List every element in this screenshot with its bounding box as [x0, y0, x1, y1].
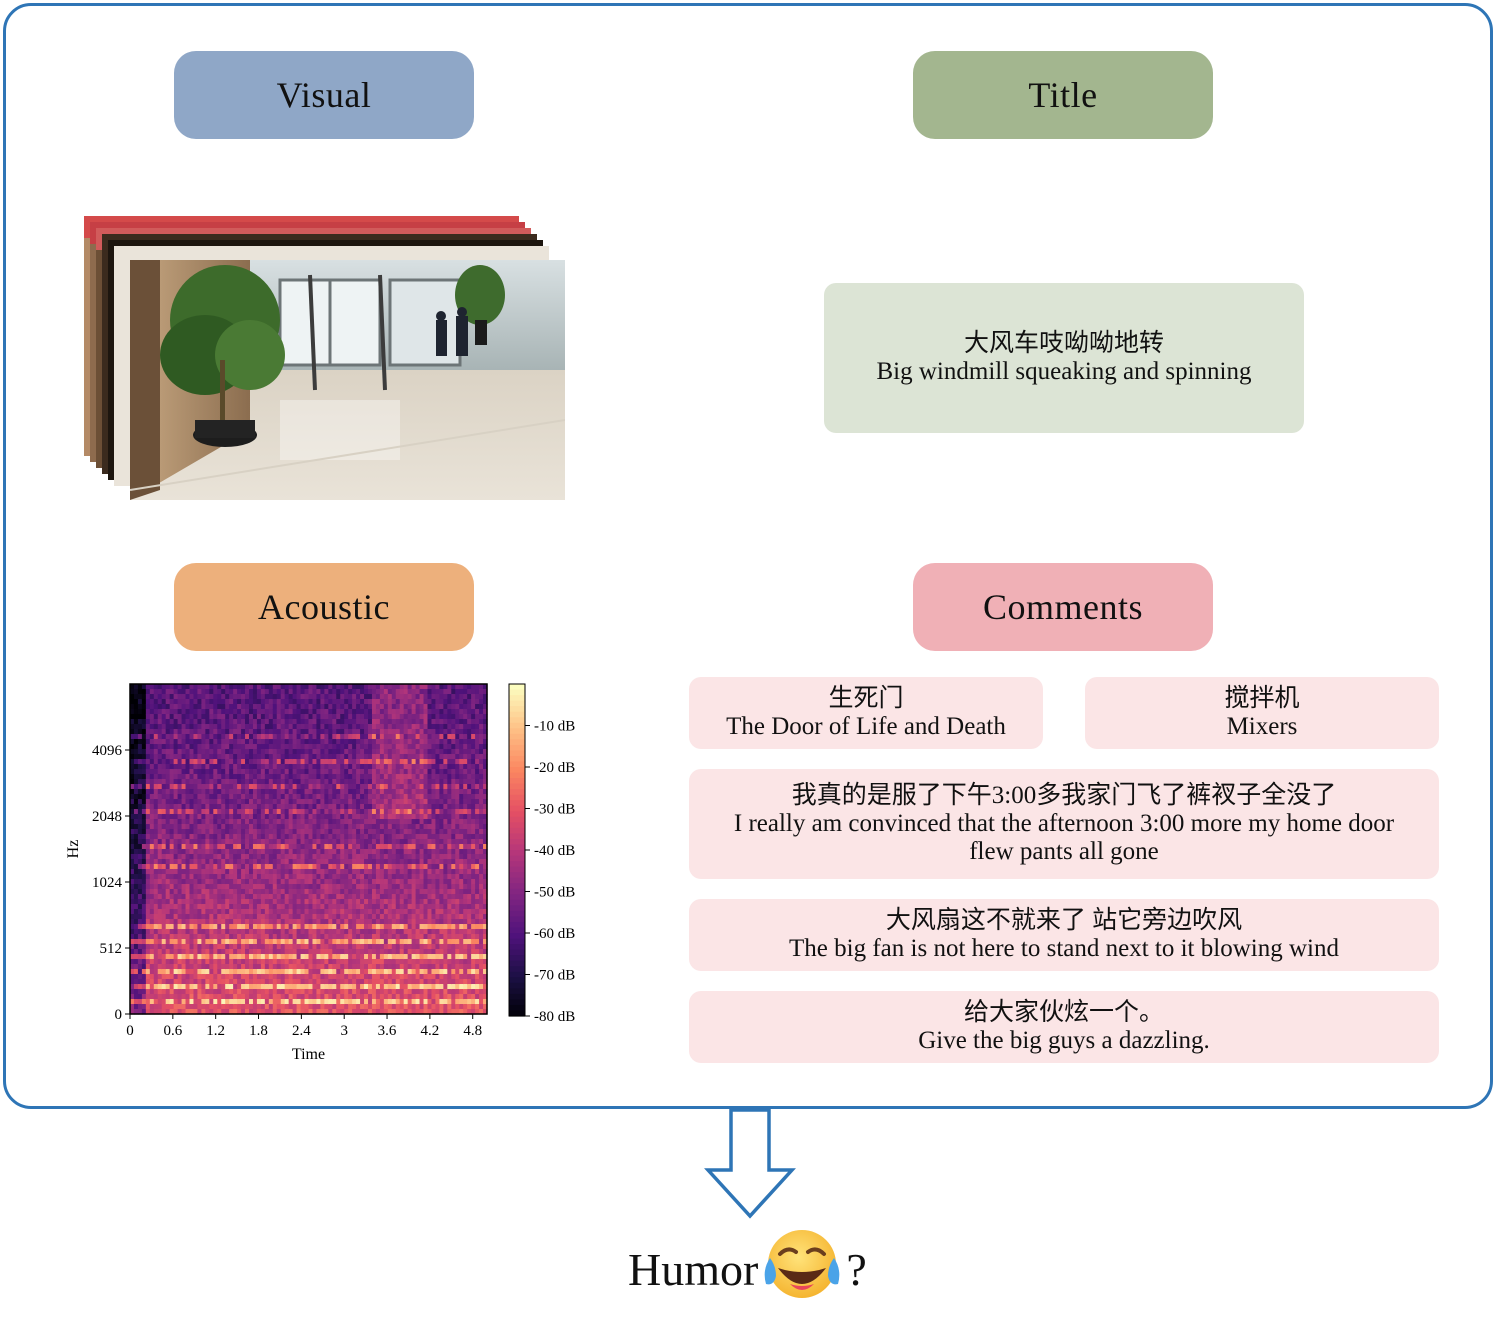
y-tick-label: 4096	[92, 743, 123, 759]
humor-question-mark: ?	[846, 1242, 866, 1298]
comment-3-en-2: flew pants all gone	[969, 838, 1159, 866]
colorbar-tick-label: -30 dB	[534, 802, 575, 818]
colorbar-tick-label: -80 dB	[534, 1009, 575, 1025]
comment-4-zh: 大风扇这不就来了 站它旁边吹风	[886, 907, 1242, 935]
comment-box-4: 大风扇这不就来了 站它旁边吹风 The big fan is not here …	[689, 899, 1439, 971]
x-tick-label: 1.2	[206, 1023, 225, 1039]
y-tick-label: 2048	[92, 809, 122, 825]
spectrogram-cells	[130, 684, 488, 1015]
colorbar-tick-label: -10 dB	[534, 719, 575, 735]
x-tick-label: 3.6	[378, 1023, 397, 1039]
title-zh: 大风车吱呦呦地转	[964, 330, 1164, 358]
spectrogram-svg: 0 0.6 1.2 1.8 2.4 3 3.6 4.2 4.8 0 512 1024 2048 4096T…	[60, 676, 600, 1076]
comment-1-en: The Door of Life and Death	[726, 713, 1006, 741]
comment-2-en: Mixers	[1227, 713, 1298, 741]
comment-box-1: 生死门 The Door of Life and Death	[689, 677, 1043, 749]
comment-3-zh: 我真的是服了下午3:00多我家门飞了裤衩子全没了	[792, 782, 1336, 810]
comment-5-zh: 给大家伙炫一个。	[964, 999, 1164, 1027]
front-frame	[130, 260, 565, 500]
down-arrow-icon	[700, 1106, 800, 1221]
x-tick-label: 3	[340, 1023, 348, 1039]
y-tick-label: 1024	[92, 875, 123, 891]
title-text-box: 大风车吱呦呦地转 Big windmill squeaking and spin…	[824, 283, 1304, 433]
x-tick-label: 4.8	[463, 1023, 482, 1039]
acoustic-header: Acoustic	[174, 563, 474, 651]
y-axis-label: Hz	[65, 840, 82, 859]
x-tick-label: 2.4	[292, 1023, 311, 1039]
comment-1-zh: 生死门	[828, 685, 903, 713]
comment-box-3: 我真的是服了下午3:00多我家门飞了裤衩子全没了 I really am con…	[689, 769, 1439, 879]
colorbar-tick-label: -20 dB	[534, 760, 575, 776]
comment-2-zh: 搅拌机	[1224, 685, 1299, 713]
colorbar-tick-label: -60 dB	[534, 926, 575, 942]
comment-box-2: 搅拌机 Mixers	[1085, 677, 1439, 749]
video-frames-image	[84, 216, 566, 500]
colorbar-tick-label: -70 dB	[534, 968, 575, 984]
colorbar-tick-label: -40 dB	[534, 843, 575, 859]
x-tick-label: 1.8	[249, 1023, 268, 1039]
comments-header: Comments	[913, 563, 1213, 651]
comment-4-en: The big fan is not here to stand next to…	[789, 935, 1339, 963]
comment-box-5: 给大家伙炫一个。 Give the big guys a dazzling.	[689, 991, 1439, 1063]
face-with-tears-of-joy-icon	[760, 1220, 844, 1304]
x-axis-label: Time	[292, 1046, 325, 1063]
colorbar	[509, 684, 525, 1017]
comment-5-en: Give the big guys a dazzling.	[918, 1027, 1210, 1055]
video-frames	[84, 216, 566, 500]
y-tick-label: 512	[100, 941, 123, 957]
title-header: Title	[913, 51, 1213, 139]
x-tick-label: 0.6	[163, 1023, 182, 1039]
colorbar-tick-label: -50 dB	[534, 885, 575, 901]
comment-3-en-1: I really am convinced that the afternoon…	[734, 810, 1394, 838]
visual-header: Visual	[174, 51, 474, 139]
x-tick-label: 0	[126, 1023, 134, 1039]
y-tick-label: 0	[115, 1007, 123, 1023]
title-en: Big windmill squeaking and spinning	[877, 358, 1252, 386]
humor-label: Humor	[628, 1242, 758, 1298]
x-tick-label: 4.2	[421, 1023, 440, 1039]
humor-result: Humor ?	[628, 1228, 867, 1312]
